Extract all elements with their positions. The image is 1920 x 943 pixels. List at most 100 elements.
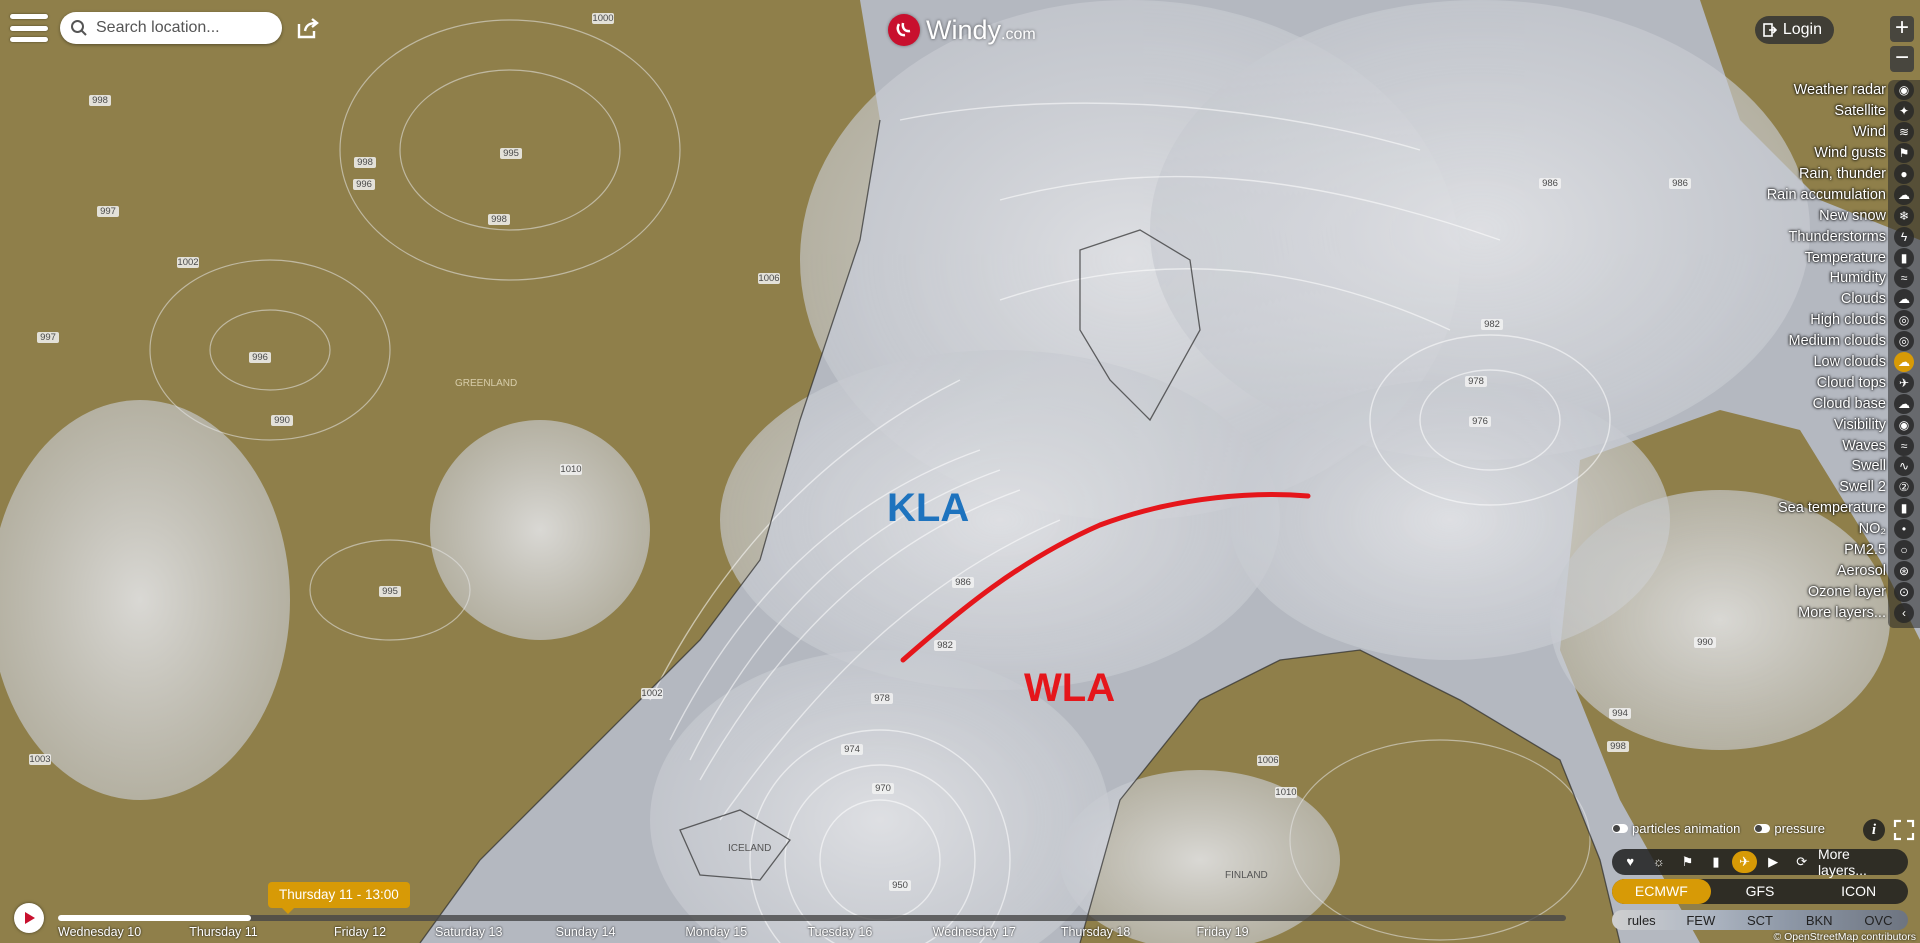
timeline-day[interactable]: Thursday 11 [189, 925, 258, 939]
top-left-controls [10, 12, 322, 44]
windy-logo[interactable]: Windy.com [888, 14, 1036, 46]
favorite-heart-icon[interactable]: ♥ [1626, 854, 1635, 869]
layer-item-aerosol[interactable]: Aerosol⊛ [1620, 560, 1920, 581]
fullscreen-icon[interactable] [1893, 819, 1915, 841]
timeline-day[interactable]: Friday 12 [333, 925, 387, 939]
timeline-day[interactable]: Wednesday 17 [932, 925, 1016, 939]
layer-item-low-clouds[interactable]: Low clouds☁ [1620, 352, 1920, 373]
cloud-legend-sct: SCT [1747, 912, 1773, 928]
quick-layer-bar: ♥ ☼ ⚑ ▮ ✈ ▶ ⟳ More layers... [1612, 846, 1908, 878]
isobar-label: 986 [1542, 178, 1558, 189]
layer-item-wind[interactable]: Wind≋ [1620, 122, 1920, 143]
wind-flag-icon[interactable]: ⚑ [1681, 854, 1694, 869]
timeline-day[interactable]: Friday 19 [1196, 925, 1249, 939]
isobar-label-bg [29, 754, 51, 765]
current-time-bubble[interactable]: Thursday 11 - 13:00 [268, 882, 410, 914]
layer-item-no[interactable]: NO₂• [1620, 519, 1920, 540]
model-ecmwf[interactable]: ECMWF [1612, 879, 1711, 904]
cloud-legend-bkn: BKN [1805, 912, 1833, 928]
timeline-day[interactable]: Wednesday 10 [58, 925, 142, 939]
layer-item-ozone-layer[interactable]: Ozone layer⊙ [1620, 581, 1920, 602]
isobar-label: 970 [875, 783, 891, 794]
isobar-label-bg [592, 13, 614, 24]
layer-label: Cloud base [1812, 395, 1886, 412]
swimmer-icon: ∿ [1894, 456, 1914, 477]
isobar-label: 982 [937, 640, 953, 651]
layer-item-high-clouds[interactable]: High clouds ◎ [1620, 310, 1920, 331]
webcam-icon[interactable]: ▶ [1768, 854, 1779, 869]
timeline-day[interactable]: Monday 15 [685, 925, 748, 939]
share-icon[interactable] [294, 14, 322, 42]
layer-item-clouds[interactable]: Clouds☁ [1620, 289, 1920, 310]
search-input[interactable] [94, 18, 268, 38]
layer-label: High clouds [1810, 312, 1886, 329]
cloud-tops-plane-icon[interactable]: ✈ [1732, 851, 1757, 873]
layer-item-cloud-tops[interactable]: Cloud tops✈ [1620, 372, 1920, 393]
play-button[interactable] [14, 903, 44, 933]
map-label-iceland: ICELAND [728, 843, 771, 854]
thunder-icon: ϟ [1894, 226, 1914, 247]
isobar-label-bg [271, 415, 293, 426]
cloud-legend-rules[interactable]: rules [1627, 912, 1656, 928]
isobar-label-bg [177, 257, 199, 268]
model-gfs[interactable]: GFS [1745, 883, 1775, 899]
layer-item-weather-radar[interactable]: Weather radar◉ [1620, 80, 1920, 101]
layer-item-humidity[interactable]: Humidity≈ [1620, 268, 1920, 289]
layer-item-rain-thunder[interactable]: Rain, thunder● [1620, 164, 1920, 185]
isobar-label-bg [353, 179, 375, 190]
timeline-day[interactable]: Sunday 14 [555, 925, 616, 939]
zoom-in-button[interactable]: + [1890, 16, 1914, 42]
layer-item-new-snow[interactable]: New snow❄ [1620, 205, 1920, 226]
timeline-day[interactable]: Tuesday 16 [807, 925, 873, 939]
layer-item-more-layers[interactable]: More layers...‹ [1620, 602, 1920, 623]
zoom-out-button[interactable]: − [1890, 46, 1914, 72]
info-icon[interactable]: i [1863, 819, 1885, 841]
search-box[interactable] [60, 12, 282, 44]
wind-turbine-icon[interactable]: ⟳ [1796, 854, 1808, 869]
layer-label: Humidity [1829, 270, 1886, 287]
pressure-toggle[interactable]: pressure [1754, 821, 1825, 836]
layer-item-pm2-5[interactable]: PM2.5○ [1620, 540, 1920, 561]
layer-item-sea-temperature[interactable]: Sea temperature▮ [1620, 498, 1920, 519]
more-layers-button[interactable]: More layers... [1817, 846, 1867, 878]
timeline-day[interactable]: Saturday 13 [435, 925, 503, 939]
pressure-icon[interactable]: ☼ [1652, 854, 1665, 869]
model-icon[interactable]: ICON [1841, 883, 1877, 899]
high-cloud-icon: ◎ [1894, 310, 1914, 331]
layer-item-temperature[interactable]: Temperature▮ [1620, 247, 1920, 268]
login-button[interactable]: Login [1754, 16, 1834, 44]
swell2-icon: ② [1894, 477, 1914, 498]
isobar-label: 995 [503, 148, 519, 159]
particles-animation-toggle[interactable]: particles animation [1612, 821, 1740, 836]
layer-item-swell[interactable]: Swell∿ [1620, 456, 1920, 477]
menu-hamburger-icon[interactable] [10, 12, 48, 44]
snowflake-icon: ❄ [1894, 205, 1914, 226]
timeline-day[interactable]: Thursday 18 [1060, 925, 1131, 939]
layer-item-cloud-base[interactable]: Cloud base☁ [1620, 393, 1920, 414]
map-label-finland: FINLAND [1225, 870, 1268, 881]
timeline-bar[interactable] [58, 915, 1566, 921]
play-icon [25, 912, 35, 924]
isobar-label: 982 [1484, 319, 1500, 330]
isobar-label: 1002 [641, 688, 662, 699]
layer-label: Wind gusts [1814, 145, 1886, 162]
overlay-toggles: particles animation pressure [1612, 821, 1825, 836]
layer-item-rain-accumulation[interactable]: Rain accumulation☁ [1620, 184, 1920, 205]
layer-item-wind-gusts[interactable]: Wind gusts⚑ [1620, 143, 1920, 164]
isobar-label: 1000 [592, 13, 613, 24]
isobar-label-bg [500, 148, 522, 159]
login-label: Login [1782, 21, 1822, 38]
layer-item-waves[interactable]: Waves≈ [1620, 435, 1920, 456]
isobar-label-bg [952, 577, 974, 588]
layer-menu: Weather radar◉Satellite✦Wind≋Wind gusts⚑… [1620, 80, 1920, 623]
layer-item-medium-clouds[interactable]: Medium clouds◎ [1620, 331, 1920, 352]
toggle-switch-icon [1754, 824, 1771, 833]
sea-temp-icon: ▮ [1894, 498, 1914, 519]
layer-item-satellite[interactable]: Satellite✦ [1620, 101, 1920, 122]
isobar-label-bg [1694, 637, 1716, 648]
temperature-icon[interactable]: ▮ [1712, 854, 1720, 869]
layer-item-visibility[interactable]: Visibility◉ [1620, 414, 1920, 435]
